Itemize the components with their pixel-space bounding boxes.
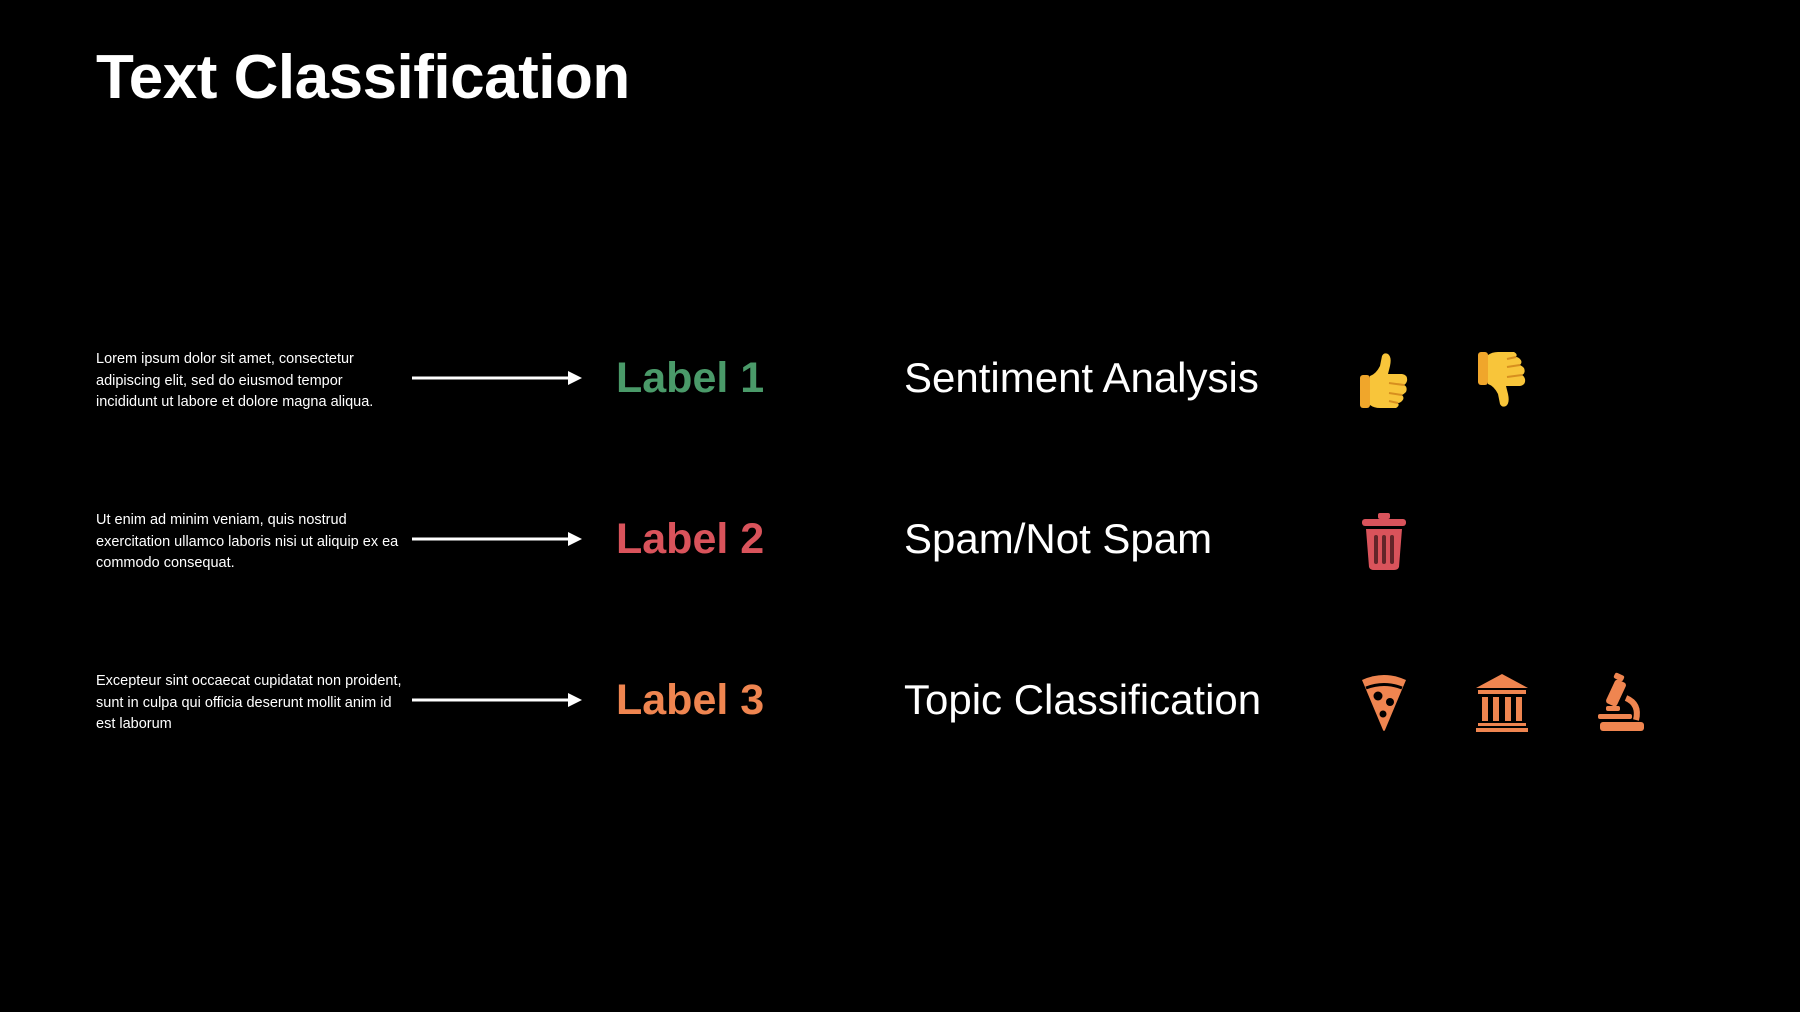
arrow-right-icon <box>412 532 582 546</box>
bank-icon <box>1474 672 1530 732</box>
arrow-right-icon <box>412 371 582 385</box>
thumbs-up-icon <box>1356 350 1412 410</box>
microscope-icon <box>1592 672 1648 732</box>
sample-text-3: Excepteur sint occaecat cupidatat non pr… <box>96 673 402 732</box>
task-topic-classification: Topic Classification <box>904 676 1262 723</box>
label-3: Label 3 <box>616 676 765 724</box>
sample-text-1: Lorem ipsum dolor sit amet, consectetur … <box>96 351 374 410</box>
label-2: Label 2 <box>616 515 765 563</box>
task-spam-not-spam: Spam/Not Spam <box>904 515 1213 562</box>
trash-icon <box>1356 511 1412 571</box>
pizza-icon <box>1356 672 1412 732</box>
sample-text-2: Ut enim ad minim veniam, quis nostrud ex… <box>96 512 399 571</box>
classification-row-1: Lorem ipsum dolor sit amet, consectetur … <box>0 333 1800 423</box>
arrow-right-icon <box>412 693 582 707</box>
slide-title: Text Classification <box>96 43 630 112</box>
label-1: Label 1 <box>616 354 765 402</box>
classification-row-2: Ut enim ad minim veniam, quis nostrud ex… <box>0 494 1800 584</box>
classification-row-3: Excepteur sint occaecat cupidatat non pr… <box>0 655 1800 745</box>
thumbs-down-icon <box>1474 350 1530 410</box>
task-sentiment-analysis: Sentiment Analysis <box>904 354 1259 401</box>
